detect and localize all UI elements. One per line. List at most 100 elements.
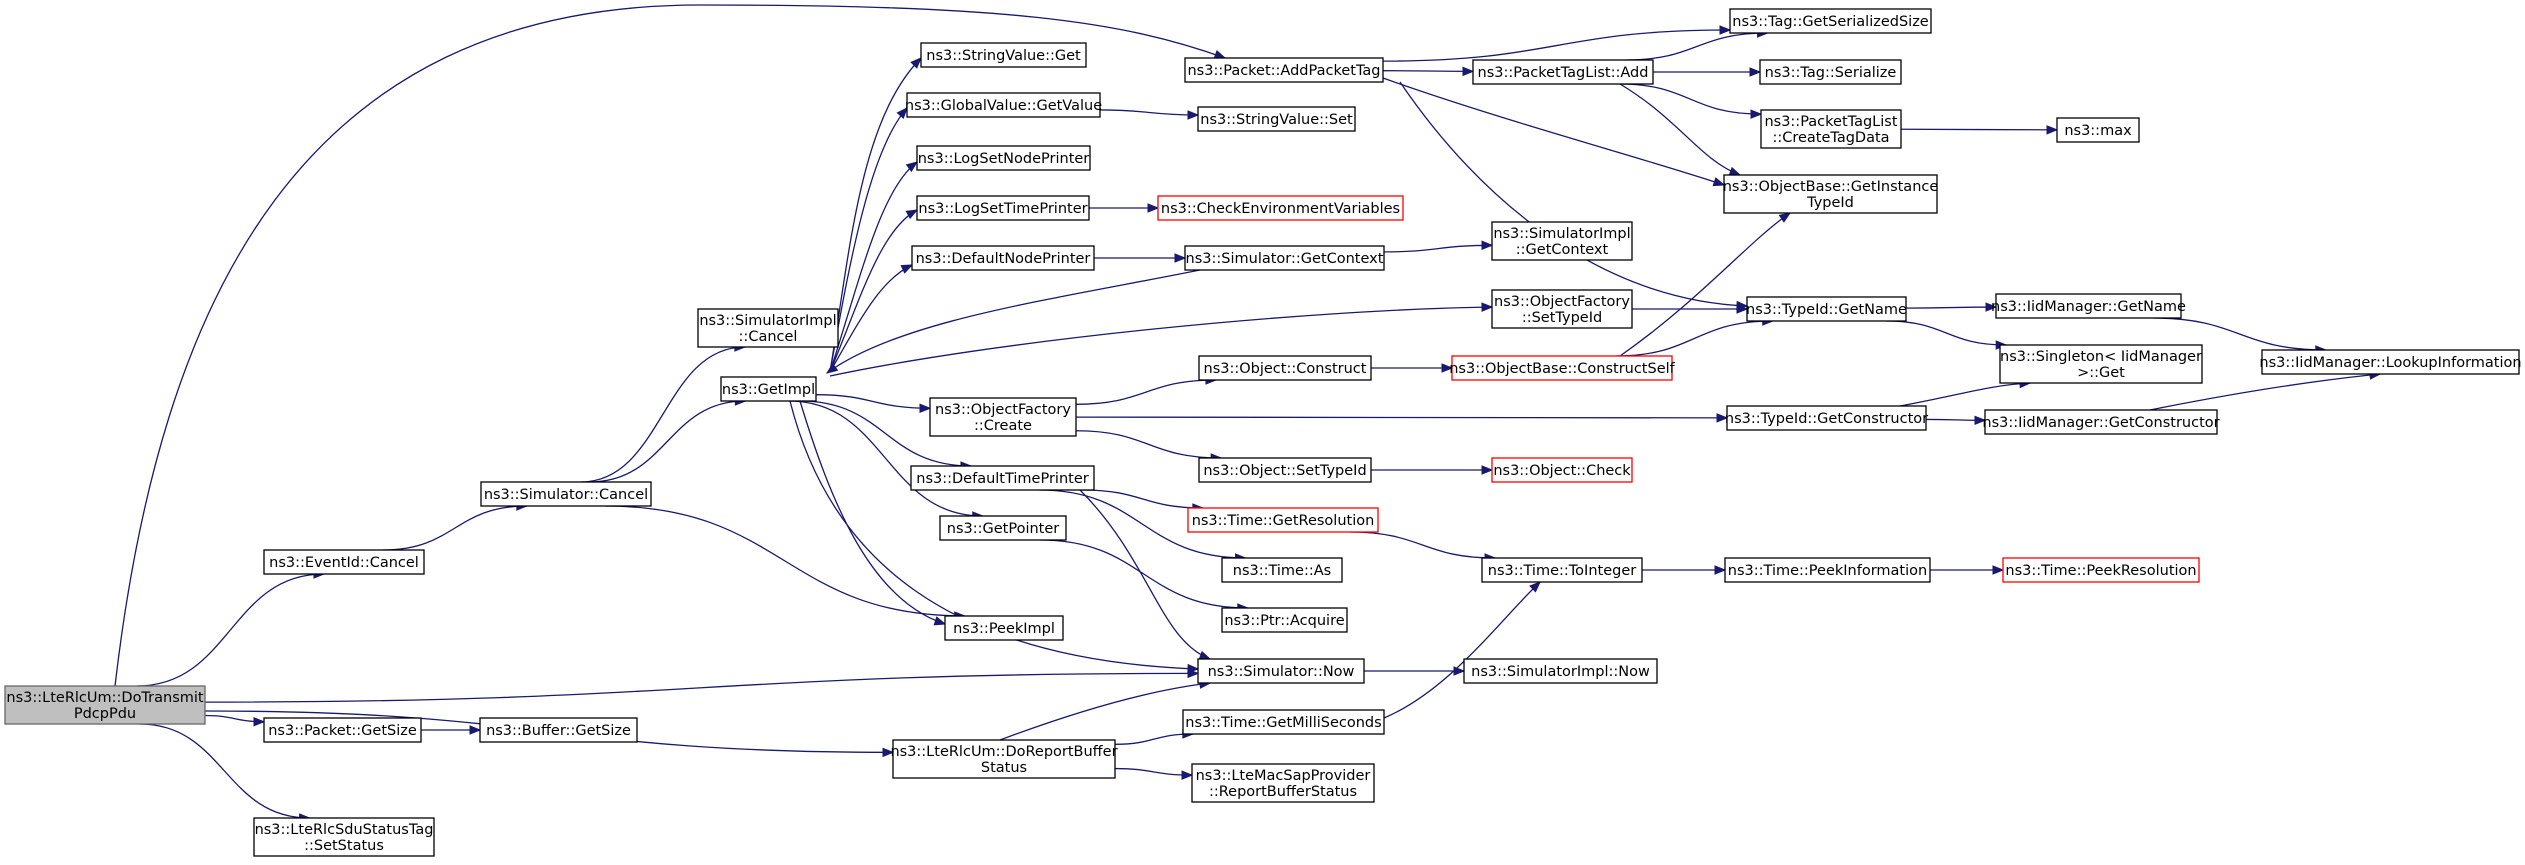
node-getpointer[interactable]: ns3::GetPointer <box>939 515 1067 541</box>
node-sdutag-setstatus[interactable]: ns3::LteRlcSduStatusTag::SetStatus <box>253 817 435 857</box>
node-box <box>253 817 435 857</box>
edge-packettaglist_add-to-tag_getserializedsize <box>1625 28 1769 61</box>
node-stringvalue-set[interactable]: ns3::StringValue::Set <box>1197 106 1356 132</box>
node-box <box>1184 245 1385 271</box>
node-typeid-getname[interactable]: ns3::TypeId::GetName <box>1746 296 1907 322</box>
node-box <box>1182 709 1385 735</box>
node-object-settypeid[interactable]: ns3::Object::SetTypeId <box>1198 457 1372 483</box>
node-box <box>1759 59 1902 85</box>
node-ltemacsap-reportbufferstatus[interactable]: ns3::LteMacSapProvider::ReportBufferStat… <box>1191 763 1375 803</box>
node-time-peekresolution[interactable]: ns3::Time::PeekResolution <box>2002 557 2200 583</box>
node-simimpl-getcontext[interactable]: ns3::SimulatorImpl::GetContext <box>1491 221 1633 261</box>
edge-lterlcum_doreportbufferstatus-to-time_getmilliseconds <box>1114 729 1195 745</box>
node-box <box>916 145 1091 171</box>
node-logsettimeprinter[interactable]: ns3::LogSetTimePrinter <box>916 195 1090 221</box>
node-label: ns3::Packet::GetSize <box>268 723 417 739</box>
node-packettaglist-createtagdata[interactable]: ns3::PacketTagList::CreateTagData <box>1760 109 1902 149</box>
node-box <box>1157 195 1404 221</box>
node-time-getresolution[interactable]: ns3::Time::GetResolution <box>1187 507 1379 533</box>
edge-sim_cancel-to-getimpl <box>589 396 747 483</box>
node-defaulttimeprinter[interactable]: ns3::DefaultTimePrinter <box>910 465 1095 491</box>
node-label: >::Get <box>2077 365 2125 381</box>
node-label: ns3::TypeId::GetConstructor <box>1725 411 1928 427</box>
node-sim-getcontext[interactable]: ns3::Simulator::GetContext <box>1184 245 1385 271</box>
node-objectbase-constructself[interactable]: ns3::ObjectBase::ConstructSelf <box>1449 355 1676 381</box>
node-simimpl-now[interactable]: ns3::SimulatorImpl::Now <box>1463 658 1658 684</box>
node-label: ns3::Time::As <box>1233 563 1331 579</box>
edge-objectbase_constructself-to-typeid_getname <box>1615 316 1775 357</box>
node-label: ns3::IidManager::GetName <box>1991 299 2186 315</box>
edge-getimpl-to-sim_now <box>789 400 1200 674</box>
node-simimpl-cancel[interactable]: ns3::SimulatorImpl::Cancel <box>697 308 839 348</box>
node-packettaglist-add[interactable]: ns3::PacketTagList::Add <box>1472 59 1654 85</box>
edge-root-to-eventid_cancel <box>136 569 326 687</box>
node-label: ns3::SimulatorImpl::Now <box>1471 664 1650 680</box>
node-time-tointeger[interactable]: ns3::Time::ToInteger <box>1481 557 1643 583</box>
edge-packet_addpackettag-to-tag_getserializedsize <box>1382 25 1732 62</box>
node-box <box>906 92 1101 118</box>
node-iidmanager-getconstructor[interactable]: ns3::IidManager::GetConstructor <box>1982 409 2220 435</box>
node-packet-addpackettag[interactable]: ns3::Packet::AddPacketTag <box>1184 57 1384 83</box>
node-box <box>920 42 1087 68</box>
node-box <box>910 465 1095 491</box>
node-box <box>697 308 839 348</box>
node-max[interactable]: ns3::max <box>2056 117 2140 143</box>
node-label: ns3::LogSetNodePrinter <box>918 151 1090 167</box>
node-time-getmilliseconds[interactable]: ns3::Time::GetMilliSeconds <box>1182 709 1385 735</box>
node-logsetnodeprinter[interactable]: ns3::LogSetNodePrinter <box>916 145 1091 171</box>
node-label: ns3::StringValue::Get <box>926 48 1081 64</box>
node-box <box>1491 289 1633 329</box>
edge-lterlcum_doreportbufferstatus-to-sim_now <box>999 679 1212 741</box>
edge-packet_addpackettag-to-objectbase_getinstancetypeid <box>1382 77 1726 187</box>
node-box <box>939 515 1067 541</box>
node-label: ns3::GetImpl <box>722 382 815 398</box>
node-singleton-get[interactable]: ns3::Singleton< IidManager >::Get <box>1999 344 2203 384</box>
edge-objfactory_create-to-object_construct <box>1075 375 1218 405</box>
node-label: ns3::IidManager::LookupInformation <box>2259 355 2521 371</box>
node-box <box>1491 221 1633 261</box>
node-box <box>916 195 1090 221</box>
node-object-construct[interactable]: ns3::Object::Construct <box>1198 355 1372 381</box>
node-eventid-cancel[interactable]: ns3::EventId::Cancel <box>263 549 425 575</box>
node-box <box>720 376 817 402</box>
node-typeid-getconstructor[interactable]: ns3::TypeId::GetConstructor <box>1725 405 1928 431</box>
node-defaultnodeprinter[interactable]: ns3::DefaultNodePrinter <box>911 245 1095 271</box>
node-label: ns3::Tag::GetSerializedSize <box>1732 14 1929 30</box>
edge-sim_getcontext-to-getimpl <box>825 269 1201 374</box>
node-box <box>4 685 206 725</box>
node-buffer-getsize[interactable]: ns3::Buffer::GetSize <box>479 717 638 743</box>
node-sim-cancel[interactable]: ns3::Simulator::Cancel <box>480 481 652 507</box>
edge-sim_cancel-to-simimpl_cancel <box>580 342 747 483</box>
node-sim-now[interactable]: ns3::Simulator::Now <box>1197 658 1365 684</box>
node-time-peekinformation[interactable]: ns3::Time::PeekInformation <box>1724 557 1931 583</box>
node-label: ns3::Object::Check <box>1493 463 1631 479</box>
node-box <box>1451 355 1673 381</box>
node-iidmanager-lookupinfo[interactable]: ns3::IidManager::LookupInformation <box>2259 349 2522 375</box>
node-tag-getserializedsize[interactable]: ns3::Tag::GetSerializedSize <box>1729 8 1932 34</box>
node-objfactory-settypeid[interactable]: ns3::ObjectFactory::SetTypeId <box>1491 289 1633 329</box>
node-objfactory-create[interactable]: ns3::ObjectFactory::Create <box>929 397 1077 437</box>
node-ptr-acquire[interactable]: ns3::Ptr::Acquire <box>1221 607 1348 633</box>
node-iidmanager-getname[interactable]: ns3::IidManager::GetName <box>1991 293 2186 319</box>
node-stringvalue-get[interactable]: ns3::StringValue::Get <box>920 42 1087 68</box>
node-getimpl[interactable]: ns3::GetImpl <box>720 376 817 402</box>
node-time-as[interactable]: ns3::Time::As <box>1221 557 1343 583</box>
node-tag-serialize[interactable]: ns3::Tag::Serialize <box>1759 59 1902 85</box>
node-label: ns3::PacketTagList::Add <box>1478 65 1649 81</box>
node-globalvalue-getvalue[interactable]: ns3::GlobalValue::GetValue <box>905 92 1102 118</box>
node-label: ns3::Tag::Serialize <box>1765 65 1897 81</box>
node-object-check[interactable]: ns3::Object::Check <box>1491 457 1633 483</box>
node-label: ns3::Time::PeekInformation <box>1728 563 1927 579</box>
node-peekimpl[interactable]: ns3::PeekImpl <box>944 615 1064 641</box>
node-label: ns3::EventId::Cancel <box>269 555 419 571</box>
node-checkenv[interactable]: ns3::CheckEnvironmentVariables <box>1157 195 1404 221</box>
node-label: ns3::Time::GetMilliSeconds <box>1185 715 1381 731</box>
node-label: ns3::Simulator::Now <box>1208 664 1355 680</box>
edge-eventid_cancel-to-sim_cancel <box>383 501 529 551</box>
node-packet-getsize[interactable]: ns3::Packet::GetSize <box>263 717 422 743</box>
node-label: ns3::LteRlcUm::DoReportBuffer <box>890 744 1117 760</box>
node-box <box>1729 8 1932 34</box>
